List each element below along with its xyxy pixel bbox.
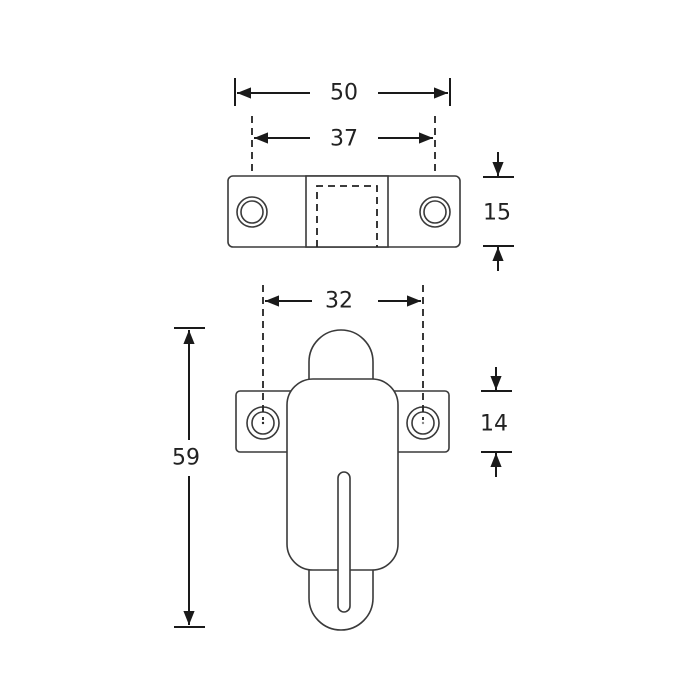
- dimension-bolt-length: 59: [172, 327, 205, 628]
- keeper-hidden-recess: [316, 185, 378, 247]
- dimension-label-14: 14: [480, 412, 508, 437]
- bolt-slot: [337, 471, 351, 613]
- dimension-bolt-hole-spacing: 32: [262, 285, 424, 420]
- dimension-label-50: 50: [330, 81, 358, 106]
- dimension-label-32: 32: [325, 289, 353, 314]
- keeper-plate: [227, 175, 461, 248]
- dimension-label-59: 59: [172, 446, 200, 471]
- dimension-keeper-hole-spacing: 37: [251, 116, 436, 175]
- dimension-label-15: 15: [483, 201, 511, 226]
- bolt-hole-right: [406, 406, 440, 440]
- bolt-hole-left: [246, 406, 280, 440]
- dimension-keeper-height: 15: [483, 152, 514, 271]
- dimension-bolt-plate-height: 14: [480, 367, 512, 477]
- dimension-label-37: 37: [330, 127, 358, 152]
- keeper-hole-left: [236, 196, 268, 228]
- keeper-hole-right: [419, 196, 451, 228]
- bolt-body: [235, 329, 450, 631]
- dimension-keeper-length: 50: [234, 78, 451, 106]
